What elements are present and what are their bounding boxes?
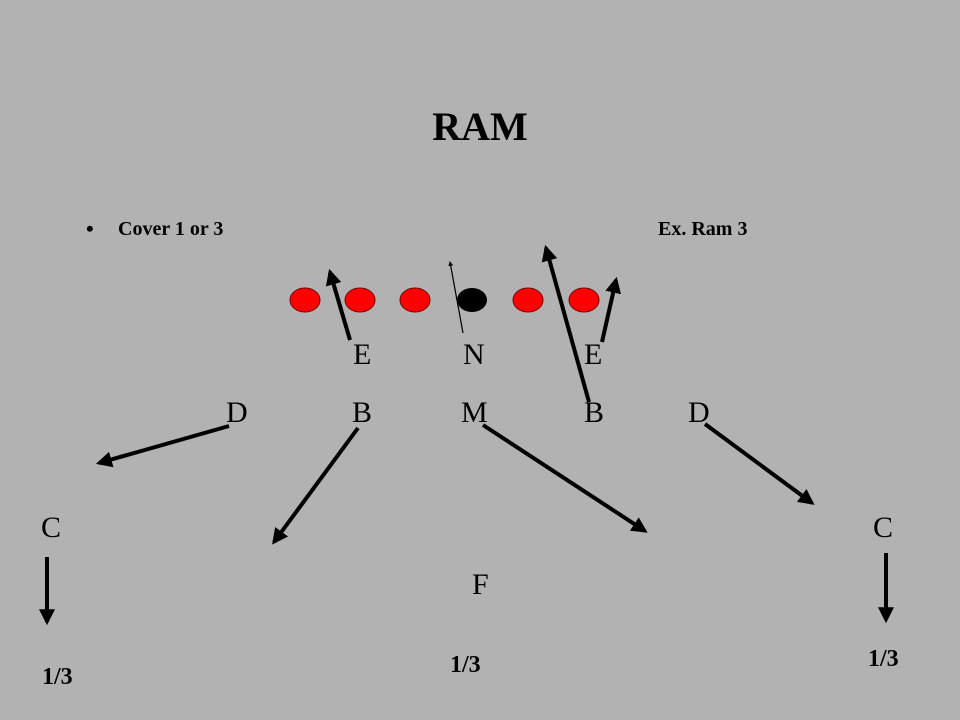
b-left-drop-arrow (272, 426, 360, 545)
coverage-text: Cover 1 or 3 (118, 218, 224, 240)
d-left: D (226, 396, 248, 429)
m-drop-arrow (481, 423, 648, 533)
corner-left: C (41, 511, 62, 544)
b-left: B (352, 396, 373, 429)
end-right-rush-arrow (600, 276, 621, 343)
nose-tackle: N (463, 338, 485, 371)
d-left-drop-arrow (95, 424, 230, 468)
zone-left: 1/3 (42, 664, 73, 690)
nose-rush-arrow (448, 261, 464, 334)
corner-right: C (873, 511, 894, 544)
b-right: B (584, 396, 605, 429)
example-note: Ex. Ram 3 (658, 218, 748, 240)
zone-middle: 1/3 (450, 652, 481, 678)
lineman-2 (344, 287, 376, 313)
bullet-marker: • (86, 216, 94, 241)
lineman-4 (512, 287, 544, 313)
defensive-end-right: E (584, 338, 603, 371)
center (457, 288, 487, 312)
page-title: RAM (432, 104, 528, 149)
end-left-rush-arrow (325, 268, 352, 341)
backer-blitz-arrow (541, 244, 591, 403)
zone-right: 1/3 (868, 646, 899, 672)
d-right-drop-arrow (703, 422, 815, 505)
lineman-3 (399, 287, 431, 313)
lineman-5 (568, 287, 600, 313)
free-safety: F (472, 568, 489, 601)
d-right: D (688, 396, 710, 429)
lineman-1 (289, 287, 321, 313)
defensive-end-left: E (353, 338, 372, 371)
mike: M (461, 396, 488, 429)
